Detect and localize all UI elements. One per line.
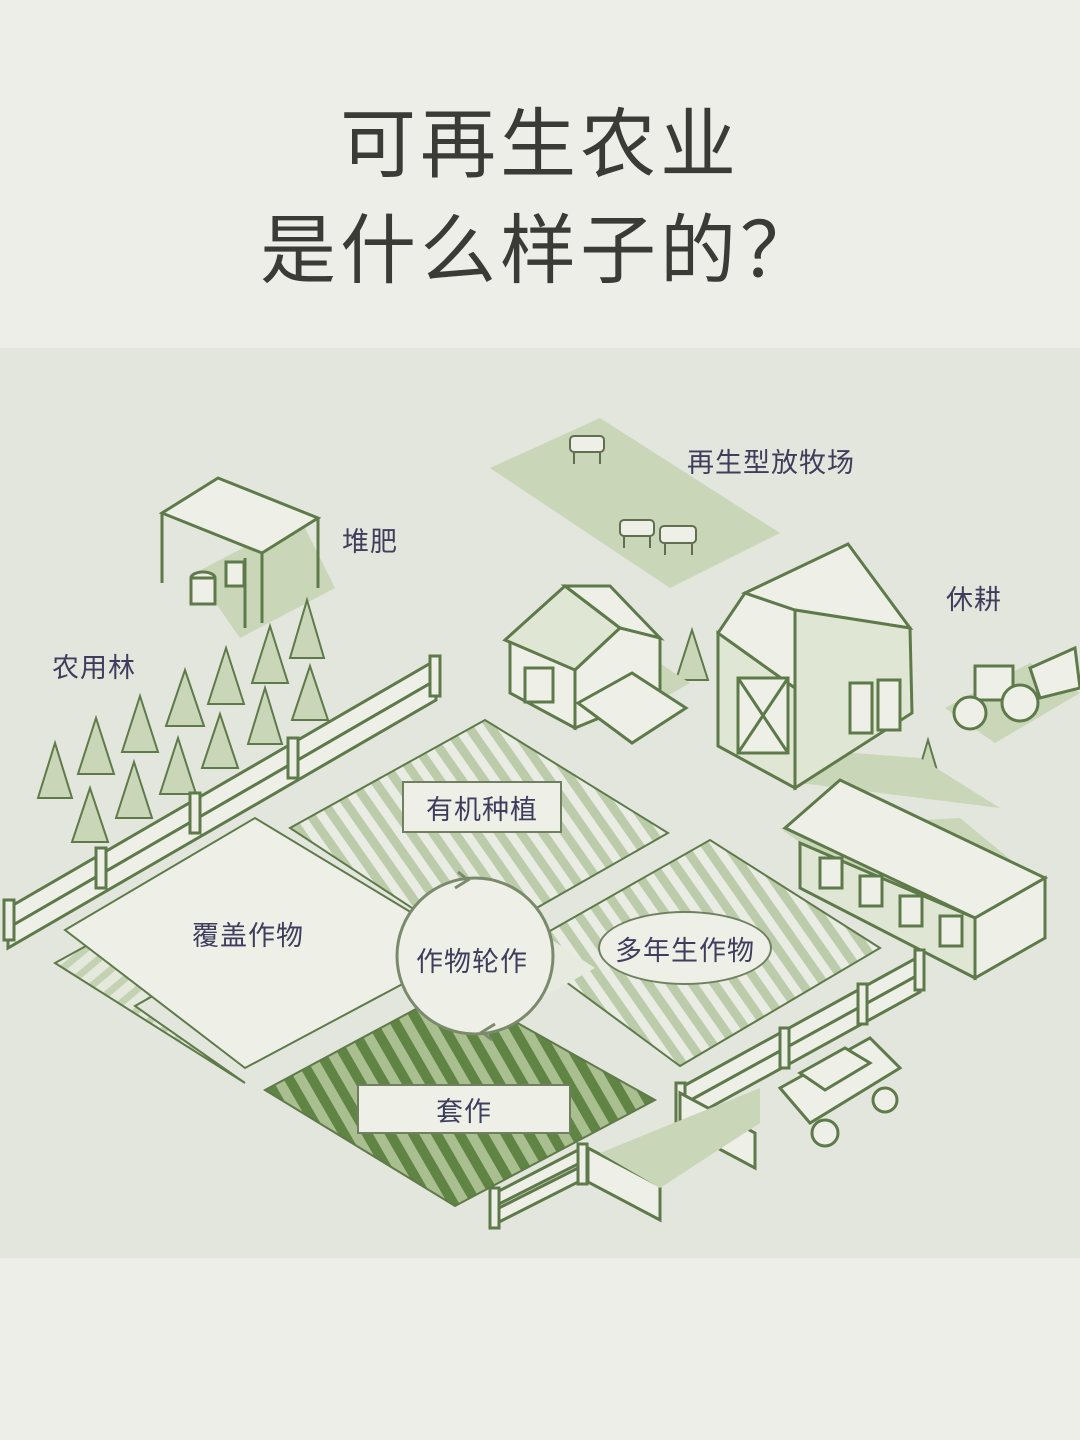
farm-drawing xyxy=(2,418,1080,1230)
label-intercropping-box: 套作 xyxy=(357,1084,571,1134)
stable xyxy=(780,778,1049,981)
tree-grove xyxy=(36,596,946,843)
farmhouse xyxy=(502,584,690,745)
label-compost: 堆肥 xyxy=(342,527,398,558)
label-organic-box: 有机种植 xyxy=(402,781,562,833)
label-organic: 有机种植 xyxy=(426,794,538,826)
title-line-2: 是什么样子的？ xyxy=(260,206,820,295)
label-agroforestry: 农用林 xyxy=(52,653,136,684)
grazing-pasture xyxy=(490,418,780,588)
page-title: 可再生农业 是什么样子的？ xyxy=(0,92,1080,304)
label-perennial: 多年生作物 xyxy=(615,935,755,967)
barn xyxy=(715,542,1000,808)
title-line-1: 可再生农业 xyxy=(340,100,740,189)
truck-icon xyxy=(777,1036,903,1148)
label-fallow: 休耕 xyxy=(946,585,1002,616)
label-cover-crops: 覆盖作物 xyxy=(192,921,304,952)
cow-icon xyxy=(569,435,697,555)
organic-field xyxy=(288,718,670,948)
rotation-cycle-icon xyxy=(395,870,555,1042)
tractor-icon xyxy=(945,645,1080,743)
compost-shed xyxy=(158,476,335,638)
fence-left xyxy=(2,654,442,951)
label-grazing: 再生型放牧场 xyxy=(687,448,855,479)
label-perennial-ellipse: 多年生作物 xyxy=(598,911,772,985)
label-rotation: 作物轮作 xyxy=(416,947,528,978)
farm-illustration: 再生型放牧场 堆肥 休耕 农用林 有机种植 覆盖作物 作物轮作 多年生作物 套作 xyxy=(0,348,1080,1258)
fence-bottom xyxy=(488,1088,760,1230)
label-intercropping: 套作 xyxy=(436,1096,492,1128)
